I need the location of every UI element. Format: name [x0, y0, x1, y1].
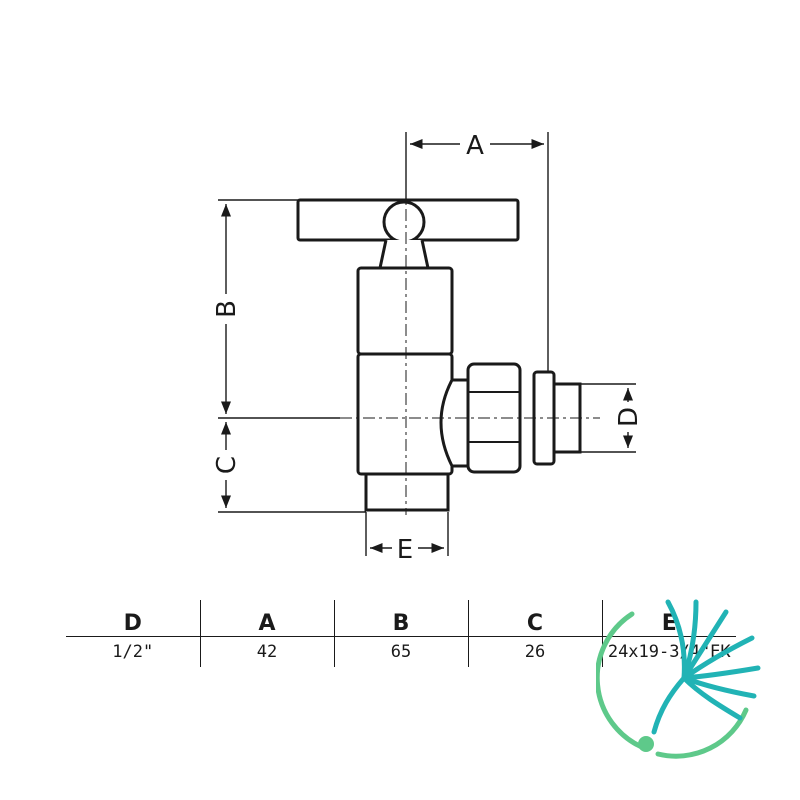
bonnet [356, 266, 454, 356]
spec-table: D A B C E 1/2" 42 65 26 24x19-3/4"EK [66, 600, 736, 667]
spec-value-b: 65 [333, 636, 468, 667]
spec-value-c: 26 [467, 636, 602, 667]
valve-housing [356, 352, 454, 476]
table-row: 1/2" 42 65 26 24x19-3/4"EK [66, 636, 736, 667]
spec-value-d: 1/2" [112, 642, 154, 662]
handle-neck [378, 239, 430, 270]
spec-header-c: C [467, 600, 602, 637]
valve-body [296, 198, 582, 512]
inlet-thread [364, 472, 450, 512]
spec-header-a: A [199, 600, 334, 637]
dim-label-a: A [466, 131, 484, 161]
dimension-labels: A B C D E [212, 130, 644, 565]
dim-label-e: E [397, 535, 413, 565]
spec-table-header-row: D A B C E [66, 600, 736, 637]
dim-label-c: C [212, 456, 242, 474]
spec-header-d: D [66, 600, 200, 637]
spec-header-b: B [333, 600, 468, 637]
spec-value-a: 42 [199, 636, 334, 667]
dim-label-b: B [212, 300, 242, 318]
valve-technical-drawing: A B C D E [212, 130, 644, 565]
outlet-dome [439, 378, 472, 468]
center-lines [340, 140, 600, 515]
dim-label-d: D [614, 407, 644, 427]
handle-cap [382, 200, 426, 244]
watermark-logo-icon [596, 599, 761, 759]
